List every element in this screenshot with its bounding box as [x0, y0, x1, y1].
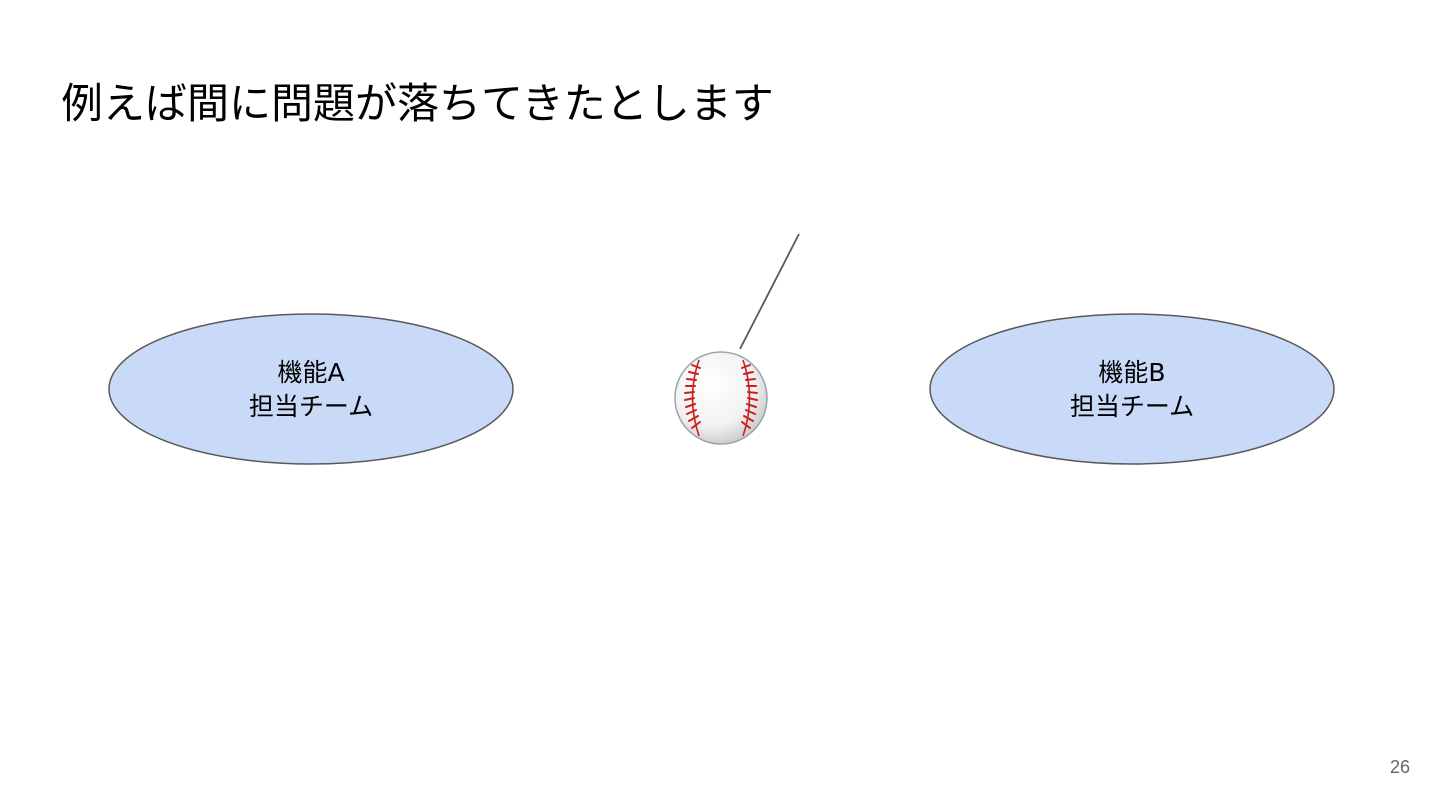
page-number: 26 — [1389, 757, 1410, 777]
team-a-ellipse — [108, 313, 514, 465]
falling-trajectory-line — [739, 233, 800, 350]
team-b-label-line2: 担当チーム — [1069, 392, 1195, 421]
team-a-label-line1: 機能A — [277, 358, 345, 387]
team-a-label-line2: 担当チーム — [248, 392, 374, 421]
team-a-label: 機能A 担当チーム — [109, 356, 513, 424]
slide-title: 例えば間に問題が落ちてきたとします — [61, 79, 774, 128]
team-b-ellipse — [929, 313, 1335, 465]
baseball-icon — [674, 351, 768, 445]
team-b-label-line1: 機能B — [1098, 358, 1166, 387]
team-b-label: 機能B 担当チーム — [930, 356, 1334, 424]
